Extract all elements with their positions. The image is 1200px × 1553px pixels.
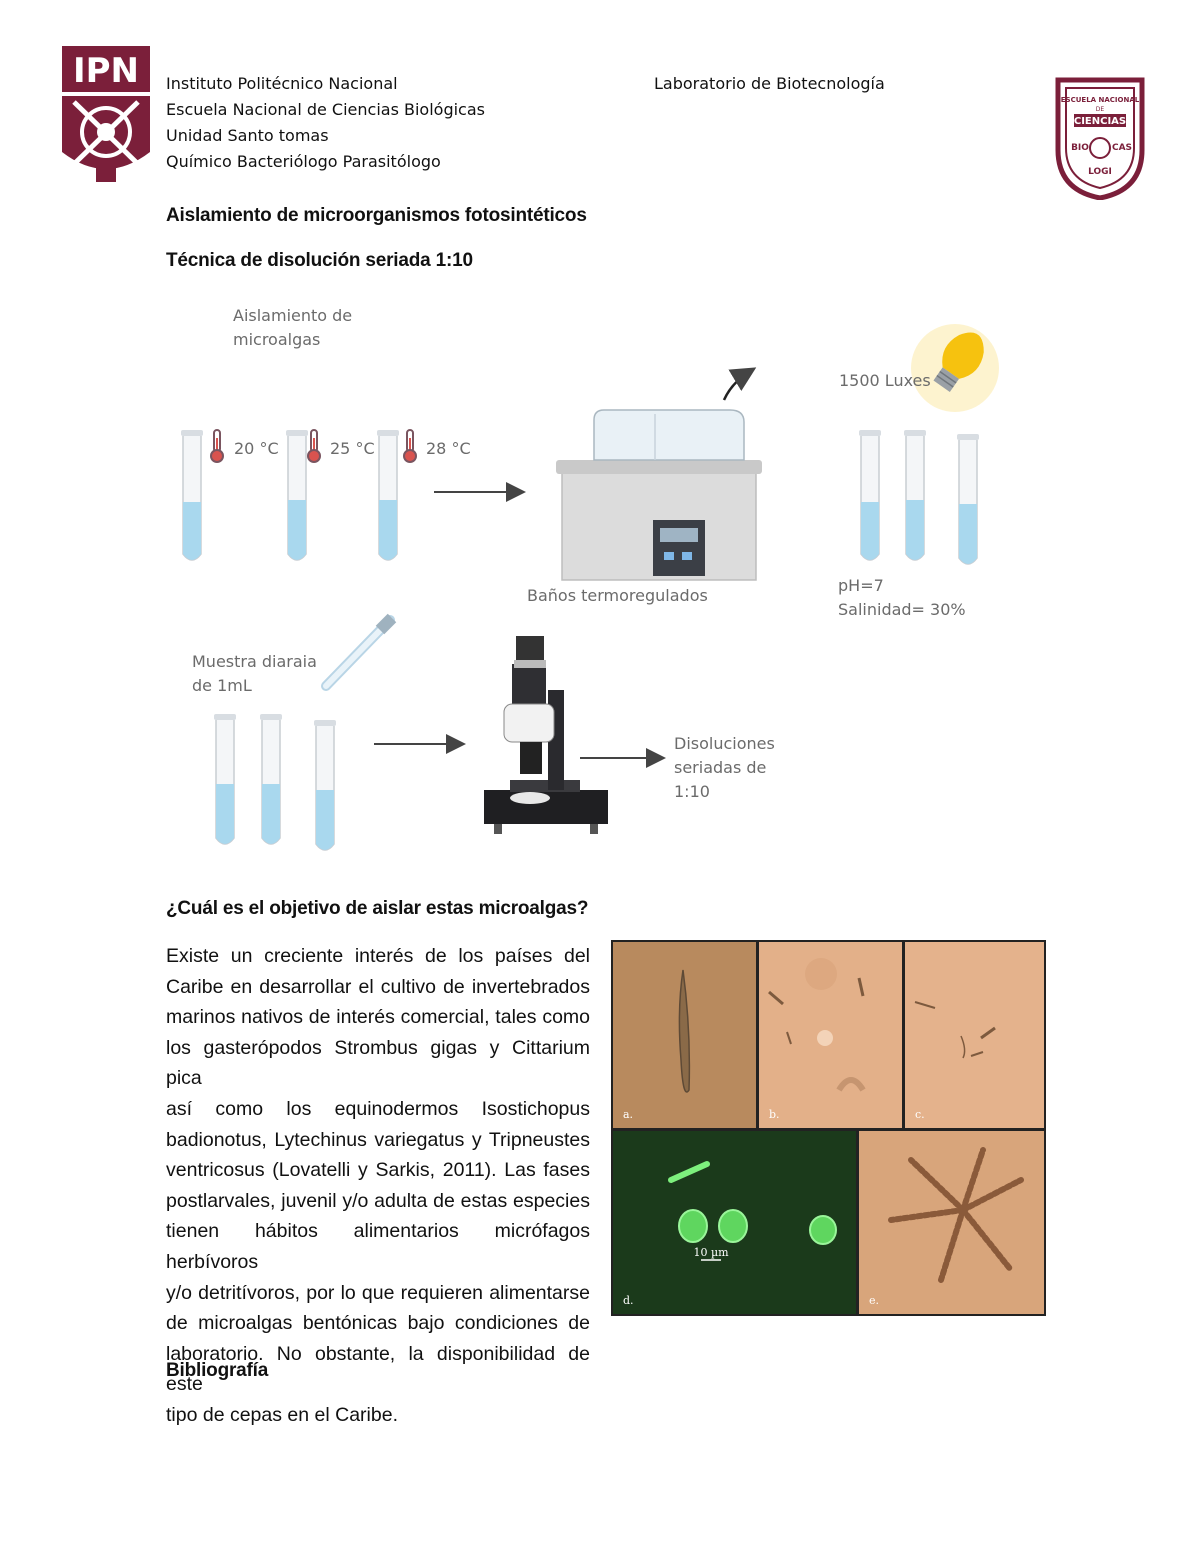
header-left-block: Instituto Politécnico Nacional Escuela N… <box>166 71 485 175</box>
salinity-label: Salinidad= 30% <box>838 600 966 619</box>
arrow-up-right <box>722 367 757 401</box>
paragraph-line: y/o detritívoros, por lo que requieren a… <box>166 1281 590 1304</box>
question-paragraph: Existe un creciente interés de los paíse… <box>166 941 590 1431</box>
panel-a-label: a. <box>623 1108 634 1121</box>
panel-e-label: e. <box>869 1294 880 1307</box>
temp-25-label: 25 °C <box>330 439 375 458</box>
micrograph-figure: 10 µm a. b. c. d. e. <box>611 940 1046 1316</box>
microscope-icon <box>484 636 608 834</box>
sample-label: Muestra diaraia de 1mL <box>192 652 317 695</box>
ph-label: pH=7 <box>838 576 884 595</box>
technique-title: Técnica de disolución seriada 1:10 <box>166 250 473 271</box>
school-name: Escuela Nacional de Ciencias Biológicas <box>166 100 485 119</box>
ipn-logo: IPN <box>58 40 154 190</box>
conditions-label: pH=7 Salinidad= 30% <box>838 574 966 622</box>
micrograph-panel-c <box>905 942 1044 1128</box>
svg-text:LOGI: LOGI <box>1088 167 1112 177</box>
encb-logo: ESCUELA NACIONAL DE CIENCIAS BIO LOGI CA… <box>1050 70 1150 201</box>
micrograph-panel-b <box>759 942 902 1128</box>
svg-text:BIO: BIO <box>1071 143 1089 153</box>
tube-right-3 <box>956 433 980 565</box>
sample-tube-3 <box>313 719 337 851</box>
process-diagram: Aislamiento de microalgas 20 °C 25 °C 28… <box>0 290 1200 870</box>
pipette-icon <box>321 613 397 691</box>
paragraph-line: laboratorio. No obstante, la disponibili… <box>166 1342 590 1396</box>
micrograph-panel-d: 10 µm <box>613 1131 856 1314</box>
paragraph-line: ventricosus (Lovatelli y Sarkis, 2011). … <box>166 1159 590 1182</box>
thermometer-25c-icon <box>307 429 321 463</box>
dilution-label: Disoluciones seriadas de 1:10 <box>674 734 775 801</box>
tube-28c <box>376 429 400 561</box>
svg-text:CAS: CAS <box>1112 143 1132 153</box>
svg-text:10 µm: 10 µm <box>693 1246 729 1259</box>
question-heading: ¿Cuál es el objetivo de aislar estas mic… <box>166 898 589 919</box>
thermometer-20c-icon <box>210 429 224 463</box>
tube-20c <box>180 429 204 561</box>
bath-label: Baños termoregulados <box>527 586 708 605</box>
temp-20-label: 20 °C <box>234 439 279 458</box>
micrograph-panel-a <box>613 942 756 1128</box>
tube-right-2 <box>903 429 927 561</box>
panel-b-label: b. <box>769 1108 780 1121</box>
svg-text:ESCUELA NACIONAL: ESCUELA NACIONAL <box>1061 96 1140 104</box>
tube-25c <box>285 429 309 561</box>
paragraph-line: Existe un creciente interés de los paíse… <box>166 945 590 967</box>
paragraph-line: tienen hábitos alimentarios micrófagos h… <box>166 1220 590 1273</box>
temp-28-label: 28 °C <box>426 439 471 458</box>
main-title: Aislamiento de microorganismos fotosinté… <box>166 205 587 226</box>
institution-name: Instituto Politécnico Nacional <box>166 74 398 93</box>
paragraph-line: de microalgas bentónicas bajo condicione… <box>166 1312 590 1335</box>
svg-text:DE: DE <box>1096 106 1105 113</box>
paragraph-line: badionotus, Lytechinus variegatus y Trip… <box>166 1128 590 1151</box>
lab-name: Laboratorio de Biotecnología <box>654 74 885 93</box>
lux-label: 1500 Luxes <box>839 371 931 390</box>
unit-name: Unidad Santo tomas <box>166 126 329 145</box>
sample-tube-2 <box>259 713 283 845</box>
water-bath-icon <box>556 409 762 581</box>
bibliography-heading: Bibliografía <box>166 1360 269 1381</box>
panel-c-label: c. <box>915 1108 925 1121</box>
tube-right-1 <box>858 429 882 561</box>
sample-tube-1 <box>213 713 237 845</box>
paragraph-line: así como los equinodermos Isostichopus <box>166 1097 590 1120</box>
paragraph-line: Caribe en desarrollar el cultivo de inve… <box>166 975 590 998</box>
isolation-label: Aislamiento de microalgas <box>233 306 353 349</box>
paragraph-line: marinos nativos de interés comercial, ta… <box>166 1006 590 1029</box>
micrograph-panel-e <box>859 1131 1044 1314</box>
svg-text:IPN: IPN <box>73 51 139 91</box>
thermometer-28c-icon <box>403 429 417 463</box>
paragraph-line: los gasterópodos Strombus gigas y Cittar… <box>166 1036 590 1090</box>
svg-text:CIENCIAS: CIENCIAS <box>1074 116 1126 127</box>
paragraph-line: tipo de cepas en el Caribe. <box>166 1403 398 1426</box>
paragraph-line: postlarvales, juvenil y/o adulta de esta… <box>166 1189 590 1212</box>
light-bulb-icon <box>911 324 999 412</box>
panel-d-label: d. <box>623 1294 634 1307</box>
program-name: Químico Bacteriólogo Parasitólogo <box>166 152 441 171</box>
